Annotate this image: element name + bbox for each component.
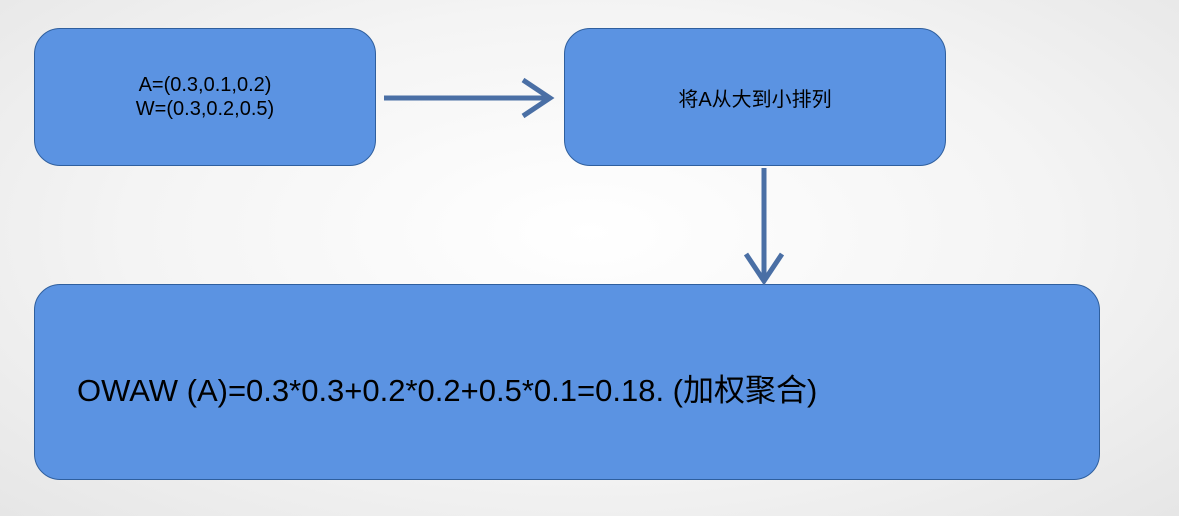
down-arrow-icon	[743, 168, 785, 286]
input-vectors-box: A=(0.3,0.1,0.2) W=(0.3,0.2,0.5)	[34, 28, 376, 166]
sort-step-text: 将A从大到小排列	[678, 88, 832, 111]
vector-w-text: W=(0.3,0.2,0.5)	[135, 98, 275, 120]
result-formula-text: OWAW (A)=0.3*0.3+0.2*0.2+0.5*0.1=0.18. (…	[77, 372, 818, 408]
vector-a-text: A=(0.3,0.1,0.2)	[138, 74, 272, 96]
right-arrow-icon	[384, 77, 555, 119]
result-box: OWAW (A)=0.3*0.3+0.2*0.2+0.5*0.1=0.18. (…	[34, 284, 1100, 480]
sort-step-box: 将A从大到小排列	[564, 28, 946, 166]
